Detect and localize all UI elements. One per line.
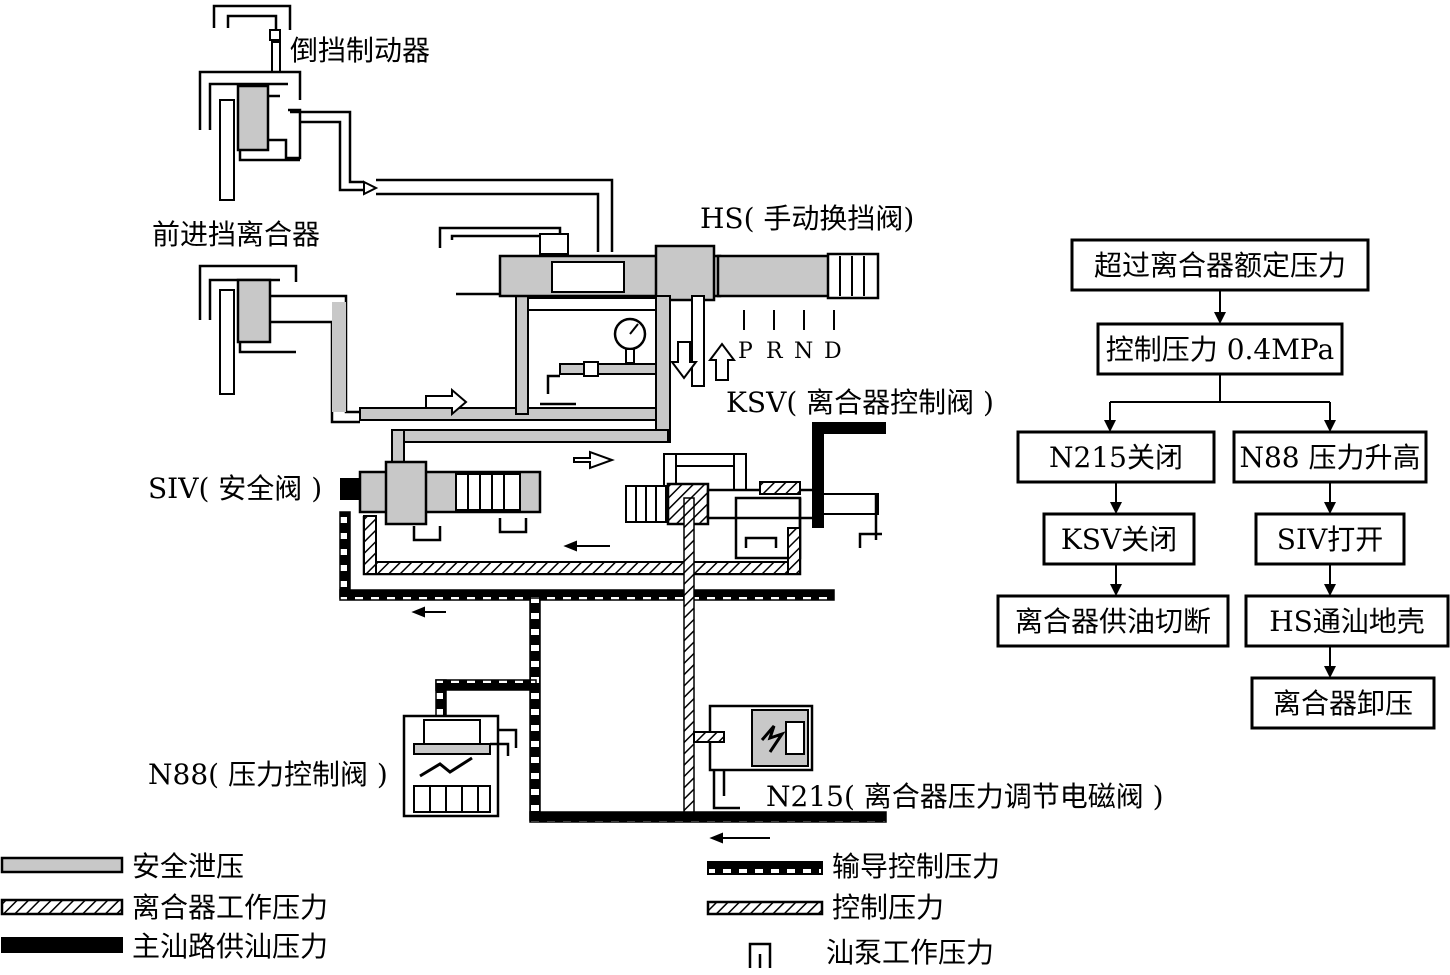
flow-box-control xyxy=(1096,322,1344,376)
reverse-brake-assembly xyxy=(198,4,614,252)
legend-text-right-1: 控制压力 xyxy=(832,891,944,924)
flow-text-control: 控制压力 0.4MPa xyxy=(1106,333,1334,366)
legend-symbol-pump xyxy=(748,942,772,968)
label-hs: HS( 手动换挡阀) xyxy=(700,202,914,235)
label-n215: N215( 离合器压力调节电磁阀 ) xyxy=(766,780,1164,813)
legend-swatch-safety-relief xyxy=(0,856,124,874)
pilot-lines xyxy=(339,497,887,844)
siv-valve xyxy=(340,429,669,542)
gear-position-r: R xyxy=(766,339,784,364)
flow-box-right-2 xyxy=(1244,594,1450,648)
flow-box-top xyxy=(1070,238,1370,292)
flow-text-right-0: N88 压力升高 xyxy=(1239,441,1420,474)
label-forward-clutch: 前进挡离合器 xyxy=(152,218,320,251)
flow-text-right-2: HS通汕地壳 xyxy=(1269,605,1425,638)
flow-chart: 超过离合器额定压力 控制压力 0.4MPa N215关闭 KSV关闭 离合器供油… xyxy=(996,238,1450,730)
label-reverse-brake: 倒挡制动器 xyxy=(290,34,430,67)
label-n88: N88( 压力控制阀 ) xyxy=(148,758,388,791)
gear-position-n: N xyxy=(794,339,813,364)
flow-text-right-1: SIV打开 xyxy=(1277,523,1383,556)
gear-position-d: D xyxy=(824,339,842,364)
legend: 安全泄压 离合器工作压力 主汕路供汕压力 输导控制压力 控制压力 汕泵工作压力 xyxy=(0,850,1000,969)
flow-box-right-3 xyxy=(1250,676,1436,730)
legend-text-right-0: 输导控制压力 xyxy=(832,850,1000,883)
legend-text-right-2: 汕泵工作压力 xyxy=(826,936,994,969)
flow-box-right-1 xyxy=(1254,512,1406,566)
label-ksv: KSV( 离合器控制阀 ) xyxy=(726,386,994,419)
legend-text-left-0: 安全泄压 xyxy=(132,850,244,883)
flow-text-top: 超过离合器额定压力 xyxy=(1094,249,1346,282)
flow-box-right-0 xyxy=(1232,430,1428,484)
forward-clutch-assembly xyxy=(198,264,661,424)
flow-text-left-1: KSV关闭 xyxy=(1061,523,1177,556)
flow-box-left-2 xyxy=(996,594,1230,648)
legend-swatch-main-supply xyxy=(1,937,123,953)
gear-position-p: P xyxy=(738,339,753,364)
label-siv: SIV( 安全阀 ) xyxy=(148,472,322,505)
flow-text-left-0: N215关闭 xyxy=(1049,441,1183,474)
flow-box-left-1 xyxy=(1042,512,1196,566)
legend-swatch-control xyxy=(706,900,824,916)
legend-swatch-pilot xyxy=(707,861,823,875)
n215-valve xyxy=(693,704,814,810)
legend-swatch-clutch-pressure xyxy=(0,898,124,916)
flow-text-right-3: 离合器卸压 xyxy=(1273,687,1413,720)
n88-valve xyxy=(402,714,518,818)
flow-text-left-2: 离合器供油切断 xyxy=(1015,605,1211,638)
legend-text-left-2: 主汕路供汕压力 xyxy=(132,930,328,963)
legend-text-left-1: 离合器工作压力 xyxy=(132,891,328,924)
hs-valve: P R N D xyxy=(438,226,880,443)
